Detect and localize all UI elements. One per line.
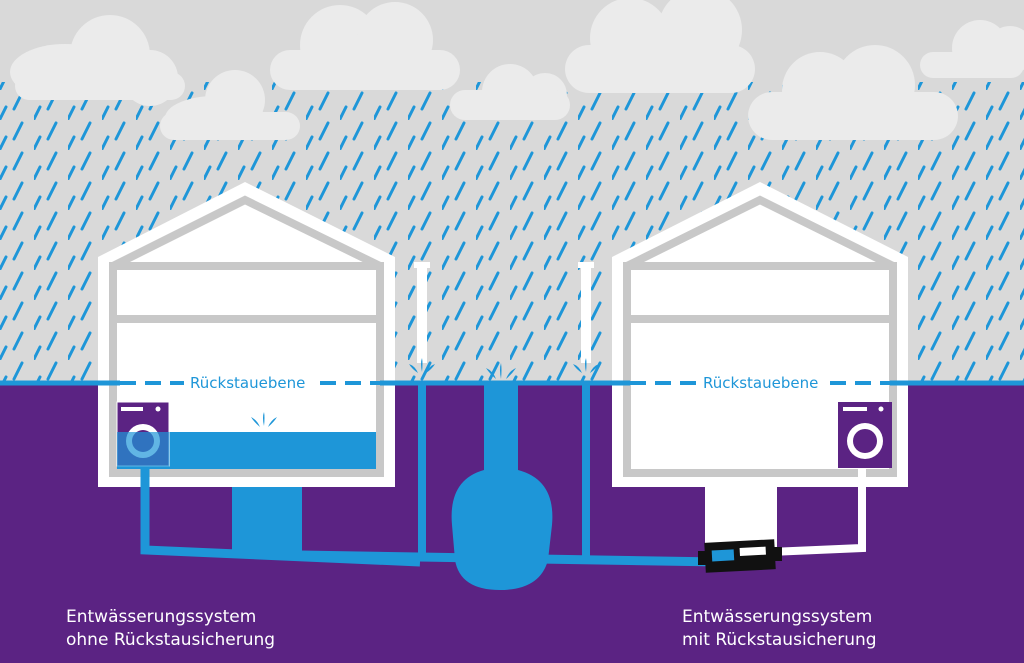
clouds <box>10 0 1024 140</box>
backflow-valve-icon <box>698 539 782 573</box>
caption-left-line1: Entwässerungssystem <box>66 607 257 627</box>
caption-left: Entwässerungssystem ohne Rückstausicheru… <box>66 606 275 652</box>
cloud <box>10 15 185 106</box>
water-splash-icon <box>573 358 599 373</box>
caption-left-line2: ohne Rückstausicherung <box>66 630 276 650</box>
water-splash-icon <box>409 358 435 373</box>
drain-pipe-right <box>769 468 866 556</box>
water-splash-icon <box>251 412 277 427</box>
cloud <box>270 2 460 90</box>
backflow-level-label-left: Rückstauebene <box>184 374 312 392</box>
cloud <box>160 70 300 140</box>
washing-machine-icon <box>838 402 892 468</box>
caption-right: Entwässerungssystem mit Rückstausicherun… <box>682 606 877 652</box>
cloud <box>920 20 1024 78</box>
backflow-level-label-right: Rückstauebene <box>697 374 825 392</box>
cloud <box>565 0 755 93</box>
house-right <box>612 182 908 555</box>
cloud <box>748 45 958 140</box>
washing-machine-icon <box>116 401 170 469</box>
house-left <box>98 182 395 558</box>
water-splash-icon <box>486 363 516 379</box>
sewer-system <box>299 262 721 590</box>
caption-right-line2: mit Rückstausicherung <box>682 630 877 650</box>
cloud <box>450 64 570 120</box>
caption-right-line1: Entwässerungssystem <box>682 607 873 627</box>
